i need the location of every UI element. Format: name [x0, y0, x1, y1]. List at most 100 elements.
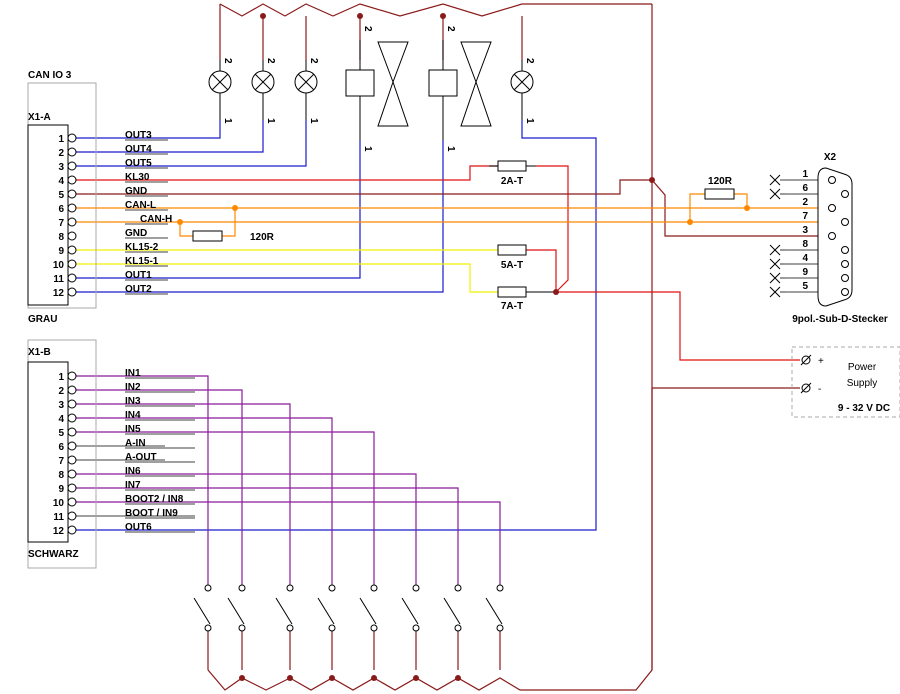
sub-d-pin-icon [841, 288, 849, 296]
switch-lever-icon [193, 597, 211, 625]
pin-number: 6 [58, 204, 64, 215]
junction-dot [239, 675, 245, 681]
power-supply-title: Power [848, 362, 877, 373]
pin-signal-label: CAN-L [125, 200, 156, 211]
load-pin-number: 2 [524, 58, 535, 64]
pin-signal-label: KL30 [125, 172, 150, 183]
wire-fuse-5a [526, 249, 557, 292]
resistor-label: 120R [250, 232, 275, 243]
ground-bus-wire [207, 388, 653, 691]
pin-number: 12 [53, 526, 65, 537]
not-connected-icon [769, 272, 781, 284]
fuse-icon [497, 244, 527, 256]
x2-label: X2 [824, 152, 837, 163]
switch-contact-icon [286, 584, 294, 592]
wire-termination [689, 193, 705, 222]
wire-supply-plus [556, 291, 800, 361]
switch-contact-icon [328, 584, 336, 592]
pin-terminal-icon [67, 525, 77, 535]
connector-x1a-body [27, 124, 69, 306]
junction-dot [232, 205, 238, 211]
valve-coil-icon [345, 69, 375, 97]
sub-d-pin-icon [841, 246, 849, 254]
pin-number: 9 [58, 484, 64, 495]
power-supply-box [791, 346, 900, 418]
wire-input [76, 403, 291, 586]
sub-d-pin-icon [828, 232, 836, 240]
wire-fuse-2a [536, 165, 569, 293]
x2-pin-number: 6 [802, 183, 808, 194]
wire-gnd [76, 179, 652, 195]
wire-out2 [76, 140, 444, 293]
supply-terminal-icon [800, 354, 812, 366]
supply-terminal-icon [800, 382, 812, 394]
pin-number: 2 [58, 148, 64, 159]
pin-number: 8 [58, 232, 64, 243]
wires [76, 3, 841, 691]
pin-number: 12 [53, 288, 65, 299]
switch-contact-icon [238, 624, 246, 632]
x2-pin-number: 2 [802, 197, 808, 208]
pin-signal-label: OUT3 [125, 130, 152, 141]
x2-pin-number: 5 [802, 281, 808, 292]
bus-wire [219, 3, 523, 17]
pin-signal-label: KL15-1 [125, 256, 159, 267]
sub-d-pin-icon [841, 190, 849, 198]
pin-terminal-icon [67, 287, 77, 297]
wire-out1 [76, 140, 361, 279]
wire-out5 [76, 120, 307, 167]
pin-number: 11 [53, 512, 64, 523]
wire-input [76, 389, 243, 586]
connector-x1b-color: SCHWARZ [28, 549, 79, 560]
not-connected-icon [769, 244, 781, 256]
lamp-icon [513, 73, 531, 91]
pin-signal-label: OUT1 [125, 270, 152, 281]
wire-input [76, 431, 375, 586]
switch-lever-icon [443, 597, 461, 625]
connector-x1a-color: GRAU [28, 314, 57, 325]
junction-dot [357, 13, 363, 19]
valve-icon [460, 41, 492, 84]
pin-signal-label: BOOT2 / IN8 [125, 494, 184, 505]
load-pin-number: 1 [308, 118, 319, 124]
pin-number: 6 [58, 442, 64, 453]
switch-lever-icon [359, 597, 377, 625]
switch-contact-icon [328, 624, 336, 632]
junction-dot [649, 177, 655, 183]
switch-contact-icon [204, 624, 212, 632]
wire-input [76, 417, 333, 586]
pin-number: 3 [58, 162, 64, 173]
valve-icon [377, 80, 409, 127]
junction-dot [413, 675, 419, 681]
switch-lever-icon [227, 597, 245, 625]
valve-coil-icon [428, 69, 458, 97]
sub-d-pin-icon [841, 218, 849, 226]
pin-terminal-icon [67, 259, 77, 269]
load-pin-number: 1 [445, 146, 456, 152]
sub-d-pin-icon [828, 204, 836, 212]
junction-dot [260, 13, 266, 19]
pin-signal-label: IN7 [125, 480, 141, 491]
pin-signal-label: IN1 [125, 368, 141, 379]
resistor-label: 120R [708, 176, 733, 187]
switch-lever-icon [485, 597, 503, 625]
connector-x1b-label: X1-B [28, 347, 51, 358]
pin-signal-label: GND [125, 228, 147, 239]
pin-number: 10 [53, 260, 65, 271]
wire-input [76, 487, 459, 586]
switch-lever-icon [275, 597, 293, 625]
pin-number: 9 [58, 246, 64, 257]
pin-terminal-icon [67, 483, 77, 493]
switch-contact-icon [496, 624, 504, 632]
wire-input [76, 375, 209, 586]
pin-number: 2 [58, 386, 64, 397]
switch-contact-icon [286, 624, 294, 632]
pin-number: 1 [58, 372, 64, 383]
supply-plus-label: + [818, 356, 824, 367]
x2-pin-number: 1 [802, 169, 808, 180]
module-title: CAN IO 3 [28, 70, 72, 81]
junction-dot [455, 675, 461, 681]
pin-signal-label: KL15-2 [125, 242, 159, 253]
connector-x1b-body [27, 361, 69, 543]
